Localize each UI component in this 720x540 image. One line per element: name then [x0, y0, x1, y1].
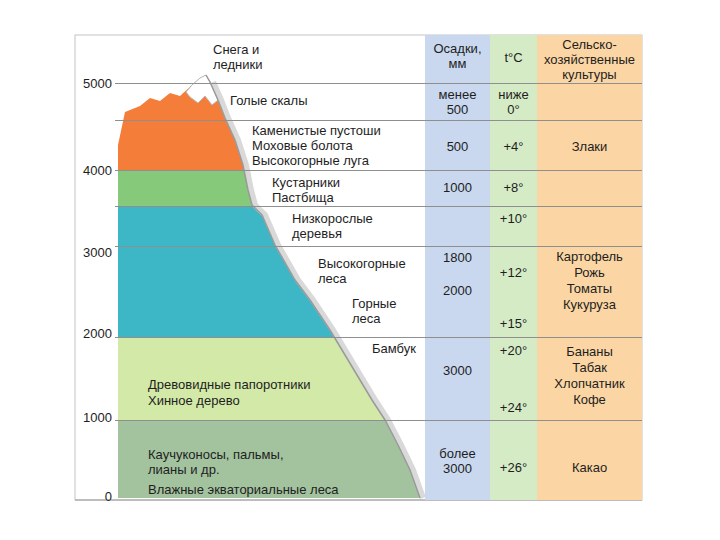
column-band: t°C ниже 0° +4° +8° +10° +12° +15° +20° +24° +26°: [490, 35, 537, 500]
altitude-bands: [110, 60, 440, 500]
zone-label: Горные леса: [352, 296, 408, 326]
rock-band: [110, 60, 440, 170]
cell-value: +12°: [492, 265, 535, 280]
cell-value: 1000: [427, 180, 488, 195]
cell-value: +8°: [492, 180, 535, 195]
cell-value: +10°: [492, 211, 535, 226]
cell-value: Томаты: [539, 281, 640, 296]
cell-value: Рожь: [539, 265, 640, 280]
cell-value: Хлопчатник: [539, 376, 640, 391]
column-header: t°C: [492, 50, 535, 65]
bamboo-band: [110, 337, 440, 420]
altitude-number: 2000: [58, 326, 112, 341]
altitude-number: 4000: [58, 163, 112, 178]
zone-label: Хинное дерево: [148, 393, 240, 408]
cell-value: +4°: [492, 139, 535, 154]
cell-value: +15°: [492, 316, 535, 331]
cell-value: +20°: [492, 343, 535, 358]
altitude-number: 0: [58, 489, 112, 504]
altitude-number: 1000: [58, 410, 112, 425]
column-header: Осадки, мм: [428, 41, 488, 71]
shrub-band: [110, 170, 440, 206]
cell-value: Кофе: [539, 392, 640, 407]
zone-label: Влажные экваториальные леса: [148, 482, 339, 497]
cell-value: +24°: [492, 400, 535, 415]
forest-band: [110, 206, 440, 337]
cell-value: 3000: [427, 363, 488, 378]
slope-edge: [206, 75, 420, 498]
cell-value: менее 500: [435, 87, 480, 117]
cell-value: 1800: [427, 250, 488, 265]
zone-label: Каменистые пустоши: [252, 123, 381, 138]
cell-value: Какао: [539, 460, 640, 475]
zone-label: Бамбук: [372, 341, 416, 356]
zone-label: Снега и ледники: [213, 42, 283, 72]
zone-label: Моховые болота: [252, 138, 353, 153]
zone-label: Высокогорные леса: [318, 256, 418, 286]
zone-label: Кустарники: [272, 175, 340, 190]
zone-label: Пастбища: [272, 190, 334, 205]
frame: [75, 35, 642, 500]
cell-value: Табак: [539, 360, 640, 375]
column-band: Осадки, мм менее 500 500 1000 1800 2000 3000 бо…: [425, 35, 490, 500]
cell-value: 500: [427, 139, 488, 154]
slope-shadow: [213, 82, 423, 498]
column-band: Сельско- хозяйственные культурыЗлакиКарт…: [537, 35, 642, 500]
cell-value: Злаки: [539, 139, 640, 154]
cell-value: +26°: [492, 460, 535, 475]
cell-value: ниже 0°: [496, 87, 532, 117]
cell-value: Кукуруза: [539, 297, 640, 312]
zone-label: Каучуконосы, пальмы, лианы и др.: [148, 447, 298, 477]
altitude-number: 5000: [58, 76, 112, 91]
cell-value: более 3000: [435, 446, 480, 476]
cell-value: 2000: [427, 283, 488, 298]
altitude-number: 3000: [58, 245, 112, 260]
zone-label: Древовидные папоротники: [148, 377, 310, 392]
zone-label: Низкорослые деревья: [292, 211, 380, 241]
cell-value: Картофель: [539, 249, 640, 264]
zone-label: Голые скалы: [230, 93, 308, 108]
column-header: Сельско- хозяйственные культуры: [540, 37, 640, 82]
cell-value: Бананы: [539, 344, 640, 359]
zone-label: Высокогорные луга: [252, 153, 369, 168]
